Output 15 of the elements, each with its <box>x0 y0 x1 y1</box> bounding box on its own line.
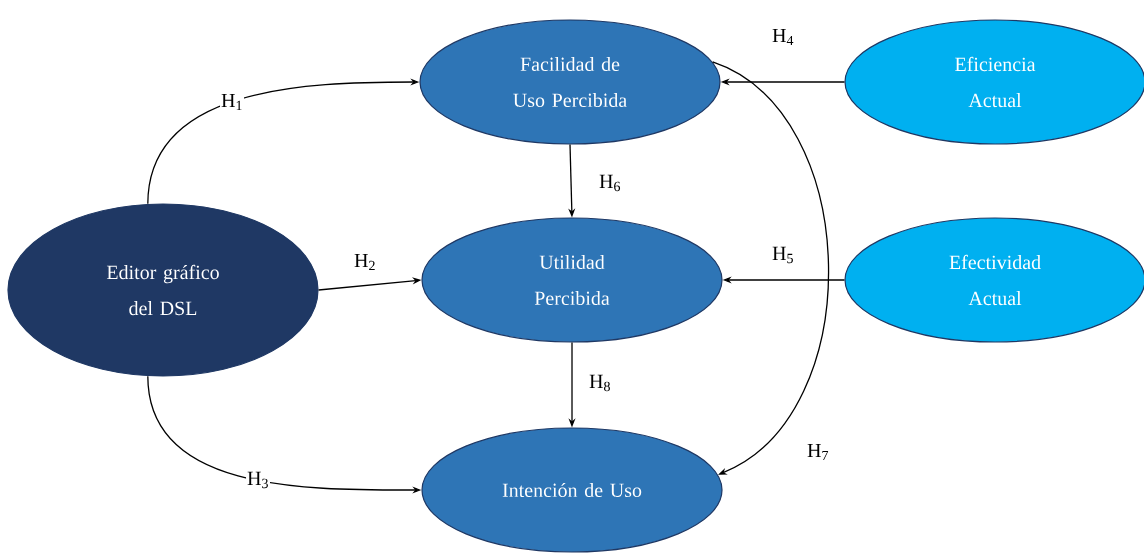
ellipse-node: Utilidad Percibida <box>421 217 723 343</box>
ellipse-node: Intención de Uso <box>421 427 723 553</box>
edge-label: H$_{4}$ <box>771 27 795 47</box>
ellipse-node: Editor gráfico del DSL <box>7 203 319 377</box>
edge-label: H$_{7}$ <box>806 442 830 462</box>
ellipse-node: Facilidad de Uso Percibida <box>419 19 721 145</box>
ellipse-node: Efectividad Actual <box>844 217 1144 343</box>
edge-label: H$_{8}$ <box>588 373 612 393</box>
ellipse-node: Eficiencia Actual <box>844 19 1144 145</box>
edge-label: H$_{1}$ <box>220 92 244 112</box>
edge-label: H$_{5}$ <box>771 245 795 265</box>
edge-label: H$_{6}$ <box>598 173 622 193</box>
edge-label: H$_{3}$ <box>246 470 270 490</box>
edge-label: H$_{2}$ <box>353 252 377 272</box>
arrow <box>712 61 830 475</box>
